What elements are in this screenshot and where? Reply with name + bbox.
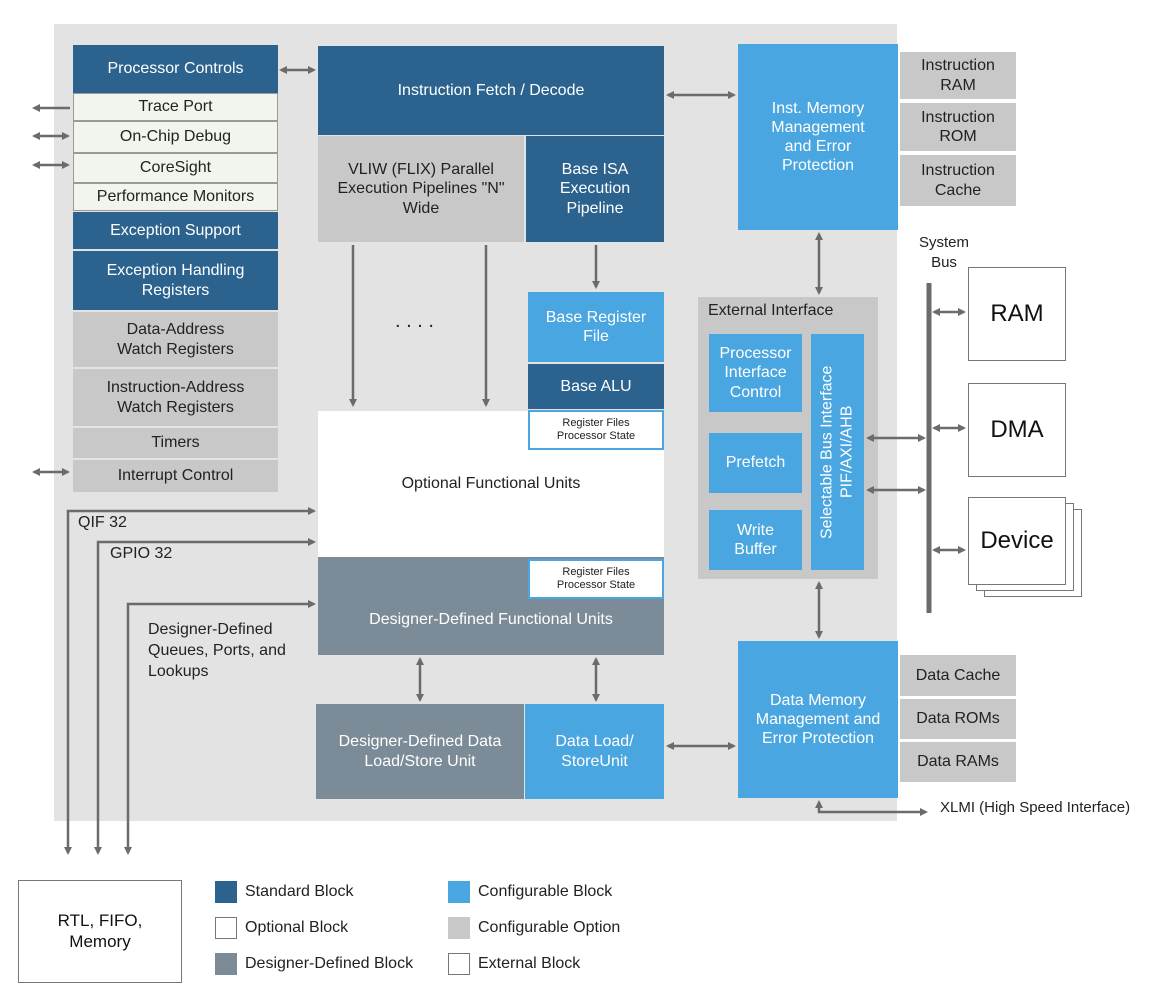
data-roms-block[interactable]: Data ROMs [900, 699, 1016, 739]
legend-standard-text: Standard Block [245, 883, 354, 900]
write-buffer-block[interactable]: Write Buffer [709, 510, 802, 570]
processor-interface-control-block[interactable]: Processor Interface Control [709, 334, 802, 412]
interrupt-control-label: Interrupt Control [117, 467, 234, 485]
performance-monitors-label: Performance Monitors [96, 188, 255, 206]
data-memory-block[interactable]: Data Memory Management and Error Protect… [738, 641, 898, 798]
data-rams-label: Data RAMs [917, 753, 999, 771]
legend-configurable-swatch [448, 881, 470, 903]
prefetch-label: Prefetch [725, 454, 786, 472]
legend-configurable-text: Configurable Block [478, 883, 613, 900]
onchip-debug-block[interactable]: On-Chip Debug [73, 121, 278, 153]
device-block[interactable]: Device [968, 497, 1066, 585]
register-files-state-1-label: Register Files Processor State [556, 416, 636, 442]
data-rams-block[interactable]: Data RAMs [900, 742, 1016, 782]
legend-external-swatch [448, 953, 470, 975]
instruction-rom-block[interactable]: Instruction ROM [900, 103, 1016, 151]
xlmi-label: XLMI (High Speed Interface) [940, 799, 1131, 816]
optional-functional-units-label: Optional Functional Units [401, 475, 581, 493]
legend-config-option-text: Configurable Option [478, 919, 621, 936]
processor-controls-block[interactable]: Processor Controls [73, 45, 278, 93]
timers-label: Timers [151, 434, 200, 452]
prefetch-block[interactable]: Prefetch [709, 433, 802, 493]
legend-optional-swatch [215, 917, 237, 939]
bus-interface-block[interactable] [811, 334, 864, 570]
system-bus-label: System Bus [918, 234, 969, 271]
ram-block[interactable]: RAM [968, 267, 1066, 361]
base-alu-label: Base ALU [560, 377, 632, 395]
dma-block[interactable]: DMA [968, 383, 1066, 477]
data-load-store-label: Data Load/ StoreUnit [555, 733, 634, 770]
legend-designer-text: Designer-Defined Block [245, 955, 414, 972]
instruction-rom-label: Instruction ROM [921, 108, 995, 145]
data-cache-label: Data Cache [915, 666, 1001, 684]
register-files-state-2-label: Register Files Processor State [556, 565, 636, 591]
vliw-pipelines-label: VLIW (FLIX) Parallel Execution Pipelines… [337, 161, 505, 217]
inst-memory-block[interactable]: Inst. Memory Management and Error Protec… [738, 44, 898, 230]
interrupt-control-block[interactable]: Interrupt Control [73, 460, 278, 492]
fetch-decode-label: Instruction Fetch / Decode [397, 81, 585, 99]
exception-handling-label: Exception Handling Registers [106, 262, 245, 299]
legend-config-option-swatch [448, 917, 470, 939]
performance-monitors-block[interactable]: Performance Monitors [73, 183, 278, 211]
designer-load-store-block[interactable]: Designer-Defined Data Load/Store Unit [316, 704, 524, 799]
legend-optional-text: Optional Block [245, 919, 349, 936]
data-load-store-block[interactable]: Data Load/ StoreUnit [525, 704, 664, 799]
processor-controls-label: Processor Controls [107, 60, 244, 78]
register-files-state-2: Register Files Processor State [528, 559, 664, 599]
rtl-fifo-memory-block[interactable]: RTL, FIFO, Memory [18, 880, 182, 983]
vliw-pipelines-block[interactable]: VLIW (FLIX) Parallel Execution Pipelines… [318, 136, 524, 242]
coresight-label: CoreSight [139, 159, 212, 177]
base-isa-block[interactable]: Base ISA Execution Pipeline [526, 136, 664, 242]
base-alu-block[interactable]: Base ALU [528, 364, 664, 409]
legend-designer-swatch [215, 953, 237, 975]
pipeline-ellipsis: . . . . [395, 310, 434, 332]
designer-functional-units-label: Designer-Defined Functional Units [369, 611, 613, 629]
data-cache-block[interactable]: Data Cache [900, 655, 1016, 696]
instruction-cache-block[interactable]: Instruction Cache [900, 155, 1016, 206]
legend-external-text: External Block [478, 955, 581, 972]
instruction-address-watch-label: Instruction-Address Watch Registers [106, 379, 245, 416]
data-address-watch-block[interactable]: Data-Address Watch Registers [73, 312, 278, 368]
device-label: Device [980, 526, 1054, 554]
designer-functional-units-block[interactable]: Designer-Defined Functional Units [318, 557, 664, 655]
trace-port-label: Trace Port [138, 98, 213, 116]
base-register-file-label: Base Register File [545, 308, 647, 345]
instruction-ram-block[interactable]: Instruction RAM [900, 52, 1016, 99]
legend-standard-swatch [215, 881, 237, 903]
trace-port-block[interactable]: Trace Port [73, 93, 278, 121]
instruction-address-watch-block[interactable]: Instruction-Address Watch Registers [73, 369, 278, 426]
exception-support-label: Exception Support [110, 221, 241, 239]
dma-label: DMA [990, 415, 1044, 443]
ram-label: RAM [990, 299, 1044, 327]
data-address-watch-label: Data-Address Watch Registers [117, 321, 234, 358]
inst-memory-label: Inst. Memory Management and Error Protec… [771, 99, 865, 175]
exception-handling-block[interactable]: Exception Handling Registers [73, 251, 278, 310]
processor-interface-control-label: Processor Interface Control [719, 345, 792, 401]
external-interface-title: External Interface [708, 302, 834, 319]
fetch-decode-block[interactable]: Instruction Fetch / Decode [318, 46, 664, 135]
rtl-fifo-memory-label: RTL, FIFO, Memory [57, 911, 143, 951]
instruction-cache-label: Instruction Cache [921, 162, 995, 199]
exception-support-block[interactable]: Exception Support [73, 212, 278, 249]
write-buffer-label: Write Buffer [734, 521, 777, 558]
data-memory-label: Data Memory Management and Error Protect… [755, 691, 881, 748]
designer-load-store-label: Designer-Defined Data Load/Store Unit [338, 733, 502, 770]
data-roms-label: Data ROMs [916, 710, 1000, 728]
base-isa-label: Base ISA Execution Pipeline [559, 161, 631, 217]
register-files-state-1: Register Files Processor State [528, 410, 664, 450]
instruction-ram-label: Instruction RAM [921, 57, 995, 94]
coresight-block[interactable]: CoreSight [73, 153, 278, 183]
base-register-file-block[interactable]: Base Register File [528, 292, 664, 362]
onchip-debug-label: On-Chip Debug [119, 128, 232, 146]
timers-block[interactable]: Timers [73, 428, 278, 458]
